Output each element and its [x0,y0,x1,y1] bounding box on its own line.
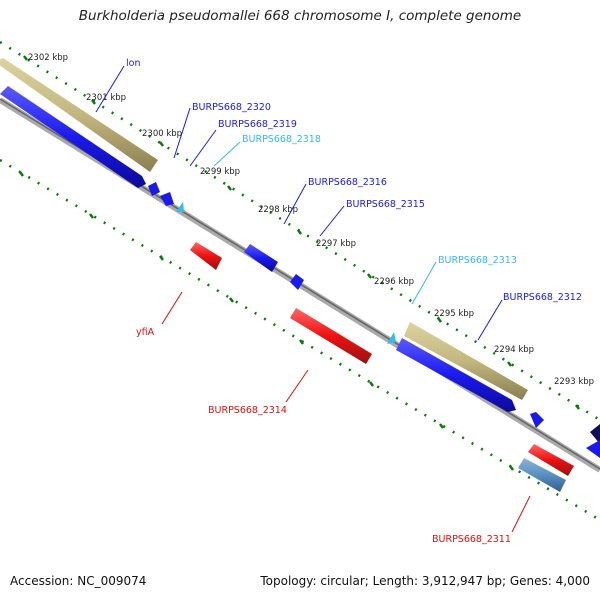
gene-label-2313[interactable]: BURPS668_2313 [438,255,517,266]
cds-2316[interactable] [244,244,278,272]
kbp-label: 2293 kbp [554,377,594,387]
cds-2311-c[interactable] [518,458,566,492]
cds-yfiA[interactable] [190,242,222,270]
cds-2314[interactable] [290,308,372,364]
kbp-label: 2300 kbp [142,129,182,139]
inner-major-ticks [19,171,514,471]
gene-span-left[interactable] [0,58,158,172]
cds-2319[interactable] [160,192,174,206]
gene-label-2316[interactable]: BURPS668_2316 [308,177,387,188]
kbp-label: 2299 kbp [200,167,240,177]
gene-label-2318[interactable]: BURPS668_2318 [242,134,321,145]
cds-edge-right-2[interactable] [586,440,600,458]
gene-label-2311[interactable]: BURPS668_2311 [432,534,511,545]
cds-lon[interactable] [0,86,146,188]
gene-label-2312[interactable]: BURPS668_2312 [503,292,582,303]
leader-lines [95,65,531,533]
kbp-label: 2298 kbp [258,205,298,215]
kbp-label: 2296 kbp [374,277,414,287]
cds-2311-b[interactable] [528,444,574,476]
cds-2313[interactable] [387,332,396,344]
kbp-label: 2301 kbp [86,93,126,103]
cds-2311-a[interactable] [530,412,544,428]
gene-label-yfiA[interactable]: yfiA [136,327,155,338]
outer-major-ticks [23,55,580,410]
accession-label: Accession: NC_009074 [10,574,147,588]
cds-2312[interactable] [396,338,516,412]
cds-2318[interactable] [176,202,184,212]
gene-label-lon[interactable]: lon [126,58,140,69]
kbp-label: 2294 kbp [494,345,534,355]
gene-label-2319[interactable]: BURPS668_2319 [218,119,297,130]
cds-2320[interactable] [148,182,160,196]
gene-label-2315[interactable]: BURPS668_2315 [346,199,425,210]
cds-edge-right[interactable] [590,424,600,444]
kbp-label: 2297 kbp [316,239,356,249]
gene-span-right[interactable] [404,322,528,400]
kbp-labels: 2302 kbp 2301 kbp 2300 kbp 2299 kbp 2298… [28,53,594,387]
inner-tick-track [0,158,600,522]
kbp-label: 2302 kbp [28,53,68,63]
map-title: Burkholderia pseudomallei 668 chromosome… [78,8,522,24]
gene-label-2320[interactable]: BURPS668_2320 [192,102,271,113]
gene-labels: lon BURPS668_2320 BURPS668_2319 BURPS668… [126,58,582,545]
kbp-label: 2295 kbp [434,309,474,319]
genome-stats-label: Topology: circular; Length: 3,912,947 bp… [260,574,590,588]
cds-2315[interactable] [290,274,304,290]
gene-label-2314[interactable]: BURPS668_2314 [208,405,287,416]
